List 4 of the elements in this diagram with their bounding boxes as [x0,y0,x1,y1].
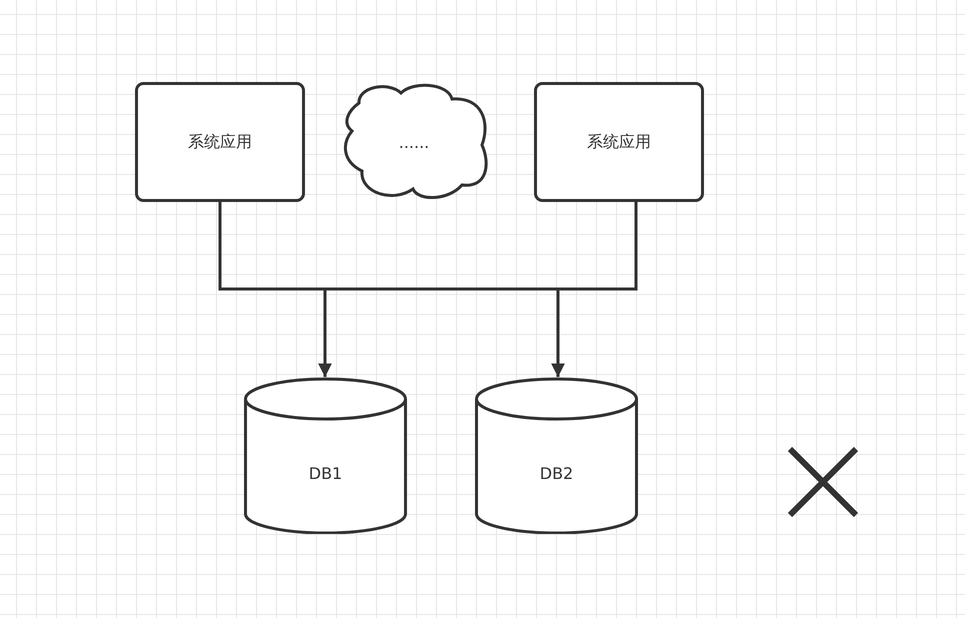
database-cylinder: DB1 [244,377,407,534]
database-cylinder: DB2 [475,377,638,534]
process-box: 系统应用 [135,82,305,202]
process-box: 系统应用 [534,82,704,202]
